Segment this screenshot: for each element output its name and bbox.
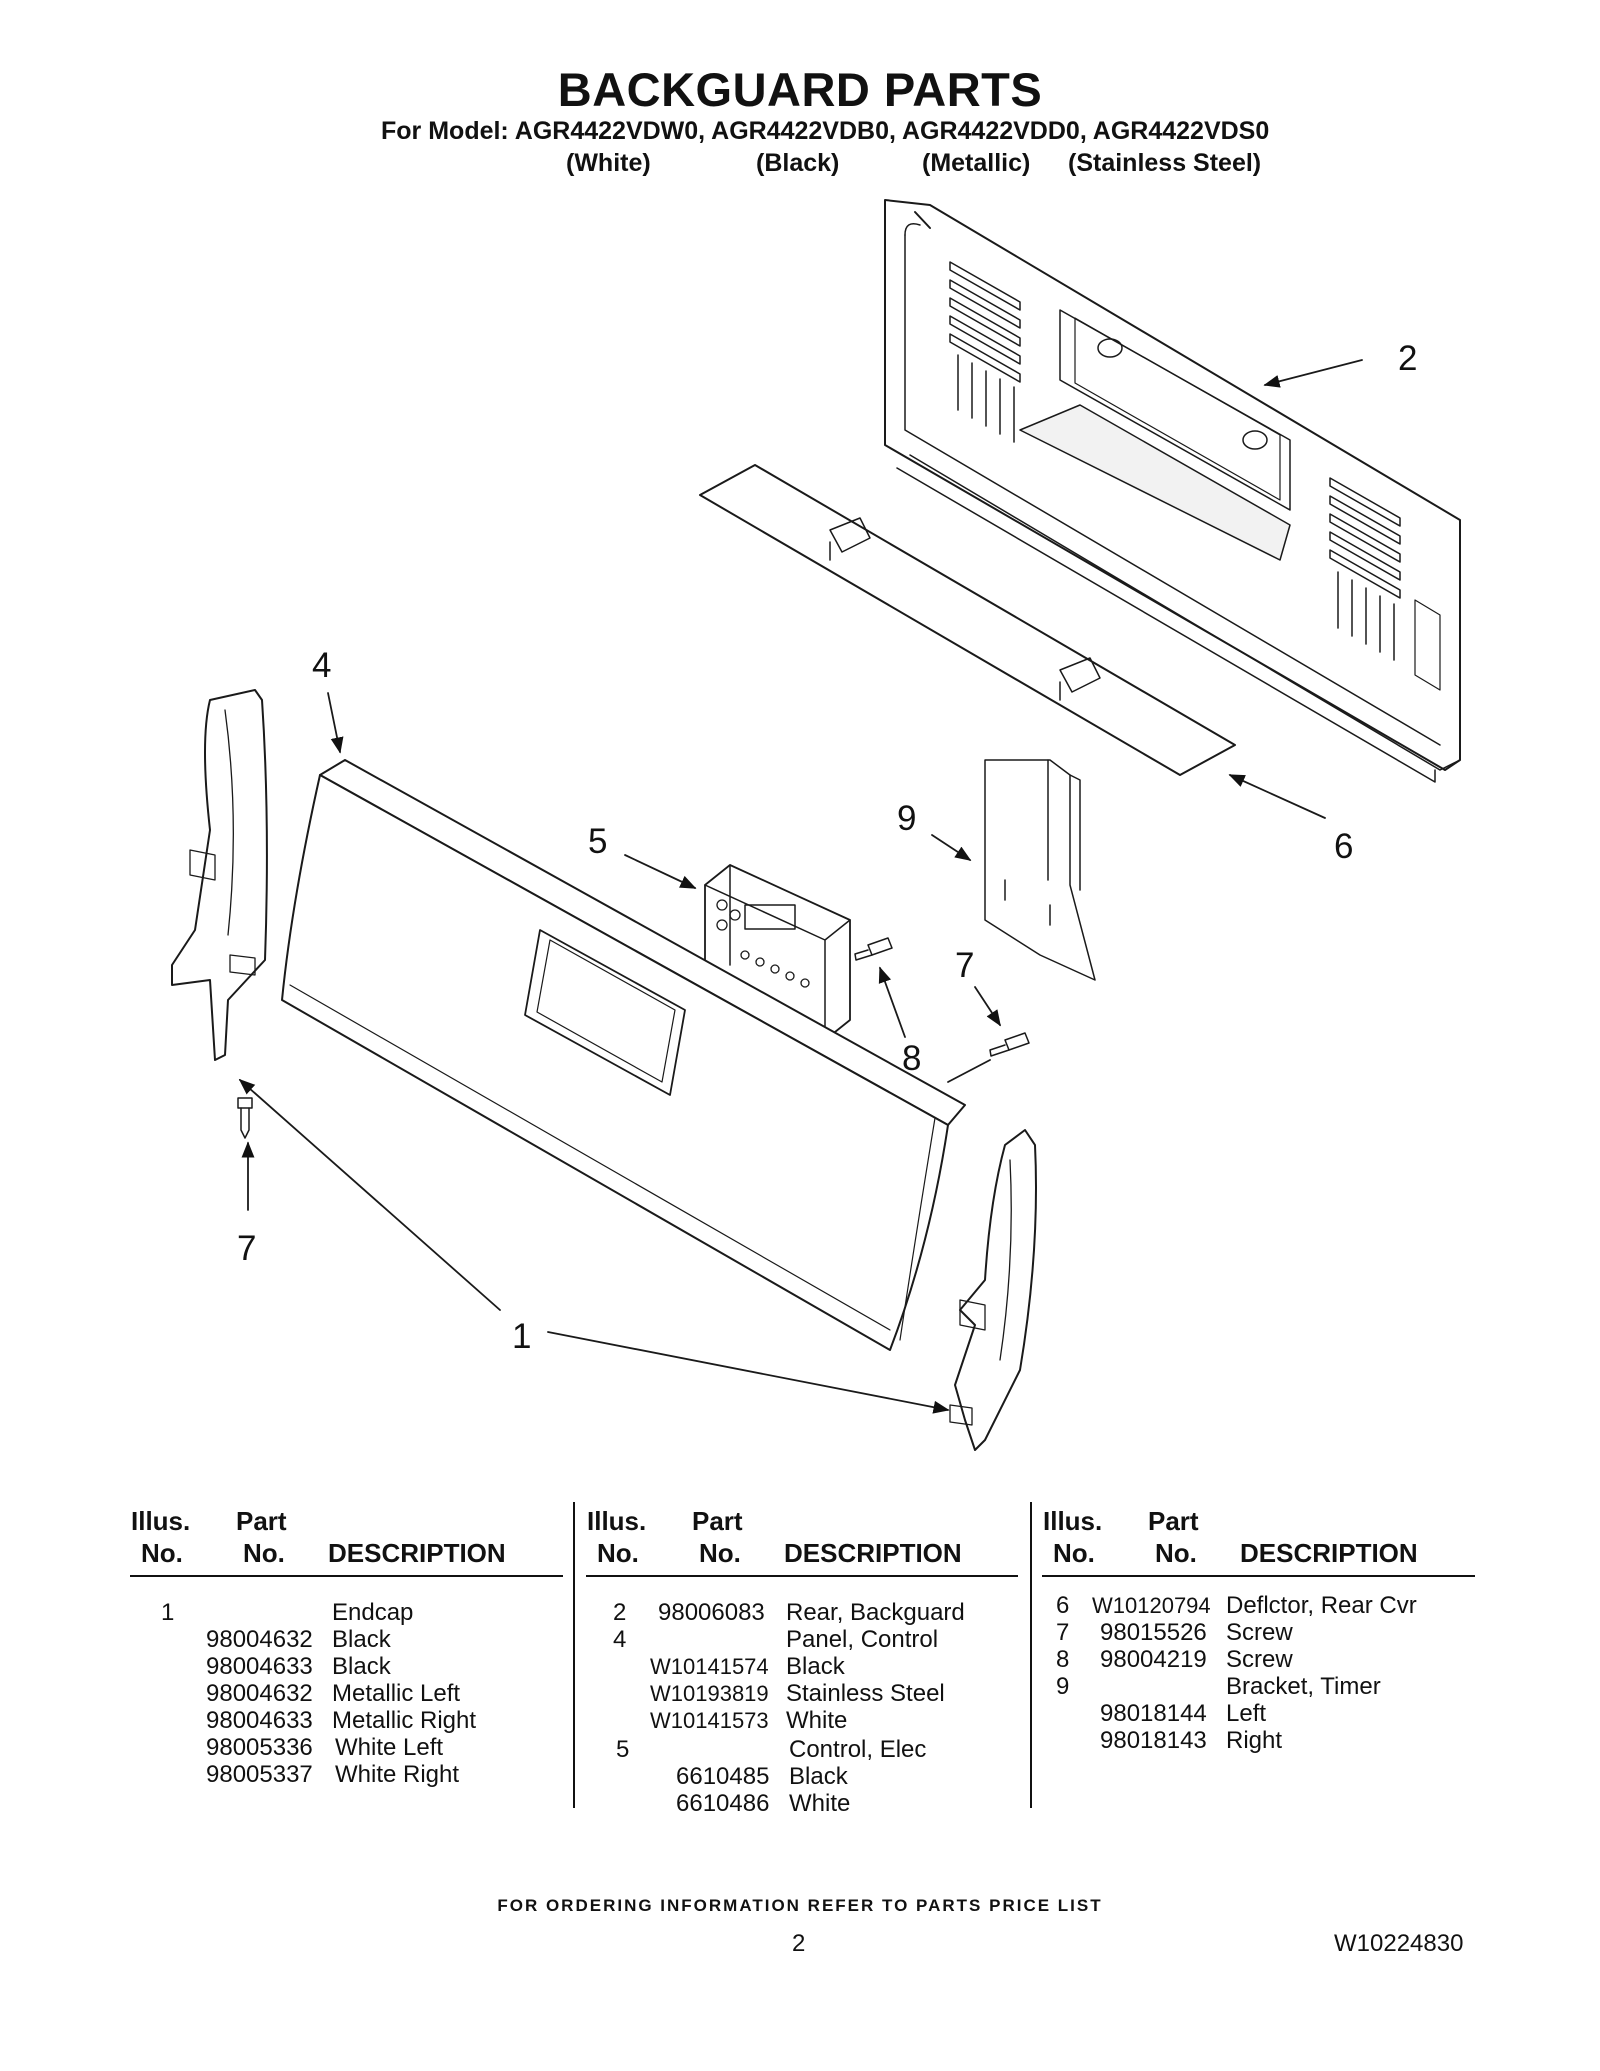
document-number: W10224830 (1334, 1930, 1464, 1957)
hdr-part-no-right: No. (1155, 1538, 1197, 1568)
deflector-part (699, 464, 1236, 776)
left-row-2-desc: Black (332, 1626, 391, 1653)
callout-1: 1 (512, 1317, 531, 1356)
right-row-2-desc: Screw (1226, 1619, 1293, 1646)
control-panel-part (281, 759, 966, 1351)
middle-row-4-part: W10193819 (650, 1681, 769, 1706)
left-row-3-desc: Black (332, 1653, 391, 1680)
middle-row-8-desc: White (789, 1790, 851, 1817)
middle-row-7-desc: Black (789, 1763, 848, 1790)
middle-row-4-desc: Stainless Steel (786, 1680, 945, 1707)
screw-part-7-right (989, 1032, 1030, 1057)
middle-row-2-illus: 4 (613, 1626, 627, 1653)
variant-white: (White) (566, 149, 651, 177)
screw-part-8 (854, 937, 893, 961)
middle-row-1-part: 98006083 (658, 1599, 765, 1626)
right-row-3-desc: Screw (1226, 1646, 1293, 1673)
variant-metallic: (Metallic) (922, 149, 1031, 177)
endcap-right-part (949, 1129, 1037, 1451)
hdr-part-no-left: No. (243, 1538, 285, 1568)
endcap-left-part (171, 689, 268, 1061)
timer-bracket-part (984, 759, 1096, 981)
left-row-7-desc: White Right (335, 1761, 460, 1788)
hdr-illus-no-right: No. (1053, 1538, 1095, 1568)
hdr-part-no-middle: No. (699, 1538, 741, 1568)
variant-stainless: (Stainless Steel) (1068, 149, 1262, 177)
left-row-2-part: 98004632 (206, 1626, 313, 1653)
variant-black: (Black) (756, 149, 840, 177)
right-row-5-desc: Left (1226, 1700, 1267, 1727)
rear-backguard-part (884, 199, 1461, 783)
left-row-1-desc: Endcap (332, 1599, 414, 1626)
callout-9: 9 (897, 799, 916, 838)
left-row-1-illus: 1 (161, 1599, 175, 1626)
middle-row-3-desc: Black (786, 1653, 845, 1680)
column-divider-2 (1030, 1502, 1032, 1808)
right-row-4-desc: Bracket, Timer (1226, 1673, 1381, 1700)
right-row-1-part: W10120794 (1092, 1593, 1211, 1618)
hdr-illus-right: Illus. (1043, 1506, 1103, 1536)
middle-row-5-part: W10141573 (650, 1708, 769, 1733)
left-row-5-desc: Metallic Right (332, 1707, 477, 1734)
right-row-2-illus: 7 (1056, 1619, 1070, 1646)
table-rule-left (130, 1575, 563, 1577)
callout-7-left: 7 (237, 1229, 256, 1268)
right-row-3-illus: 8 (1056, 1646, 1070, 1673)
middle-row-7-part: 6610485 (676, 1763, 770, 1790)
hdr-illus-no-left: No. (141, 1538, 183, 1568)
middle-row-6-illus: 5 (616, 1736, 630, 1763)
hdr-illus-left: Illus. (131, 1506, 191, 1536)
right-row-3-part: 98004219 (1100, 1646, 1207, 1673)
middle-row-8-part: 6610486 (676, 1790, 770, 1817)
right-row-5-part: 98018144 (1100, 1700, 1207, 1727)
callout-6: 6 (1334, 827, 1353, 866)
exploded-parts-diagram: 2 4 5 9 6 7 8 7 1 (171, 199, 1461, 1451)
left-row-7-part: 98005337 (206, 1761, 313, 1788)
right-row-1-illus: 6 (1056, 1592, 1070, 1619)
callout-5: 5 (588, 822, 607, 861)
hdr-illus-middle: Illus. (587, 1506, 647, 1536)
left-row-6-desc: White Left (335, 1734, 444, 1761)
hdr-part-left: Part (236, 1506, 287, 1536)
left-row-3-part: 98004633 (206, 1653, 313, 1680)
right-row-6-desc: Right (1226, 1727, 1283, 1754)
right-row-1-desc: Deflctor, Rear Cvr (1226, 1592, 1417, 1619)
hdr-part-right: Part (1148, 1506, 1199, 1536)
right-row-4-illus: 9 (1056, 1673, 1070, 1700)
page-title: BACKGUARD PARTS (557, 63, 1043, 116)
leader-lines (238, 359, 1363, 1414)
callout-4: 4 (312, 646, 331, 685)
column-divider-1 (573, 1502, 575, 1808)
table-rule-middle (586, 1575, 1018, 1577)
left-row-4-part: 98004632 (206, 1680, 313, 1707)
hdr-illus-no-middle: No. (597, 1538, 639, 1568)
middle-row-1-illus: 2 (613, 1599, 627, 1626)
page-number: 2 (792, 1930, 806, 1957)
hdr-description-left: DESCRIPTION (328, 1538, 506, 1568)
screw-part-7-left (237, 1097, 253, 1139)
hdr-description-right: DESCRIPTION (1240, 1538, 1418, 1568)
left-row-6-part: 98005336 (206, 1734, 313, 1761)
middle-row-3-part: W10141574 (650, 1654, 769, 1679)
table-rule-right (1042, 1575, 1475, 1577)
model-line: For Model: AGR4422VDW0, AGR4422VDB0, AGR… (381, 117, 1270, 145)
ordering-note: FOR ORDERING INFORMATION REFER TO PARTS … (497, 1896, 1103, 1915)
right-row-6-part: 98018143 (1100, 1727, 1207, 1754)
callout-7-right: 7 (955, 946, 974, 985)
middle-row-2-desc: Panel, Control (786, 1626, 939, 1653)
left-row-4-desc: Metallic Left (332, 1680, 461, 1707)
callout-8: 8 (902, 1039, 921, 1078)
right-row-2-part: 98015526 (1100, 1619, 1207, 1646)
left-row-5-part: 98004633 (206, 1707, 313, 1734)
middle-row-6-desc: Control, Elec (789, 1736, 927, 1763)
hdr-description-middle: DESCRIPTION (784, 1538, 962, 1568)
callout-2: 2 (1398, 339, 1417, 378)
middle-row-1-desc: Rear, Backguard (786, 1599, 965, 1626)
hdr-part-middle: Part (692, 1506, 743, 1536)
middle-row-5-desc: White (786, 1707, 848, 1734)
